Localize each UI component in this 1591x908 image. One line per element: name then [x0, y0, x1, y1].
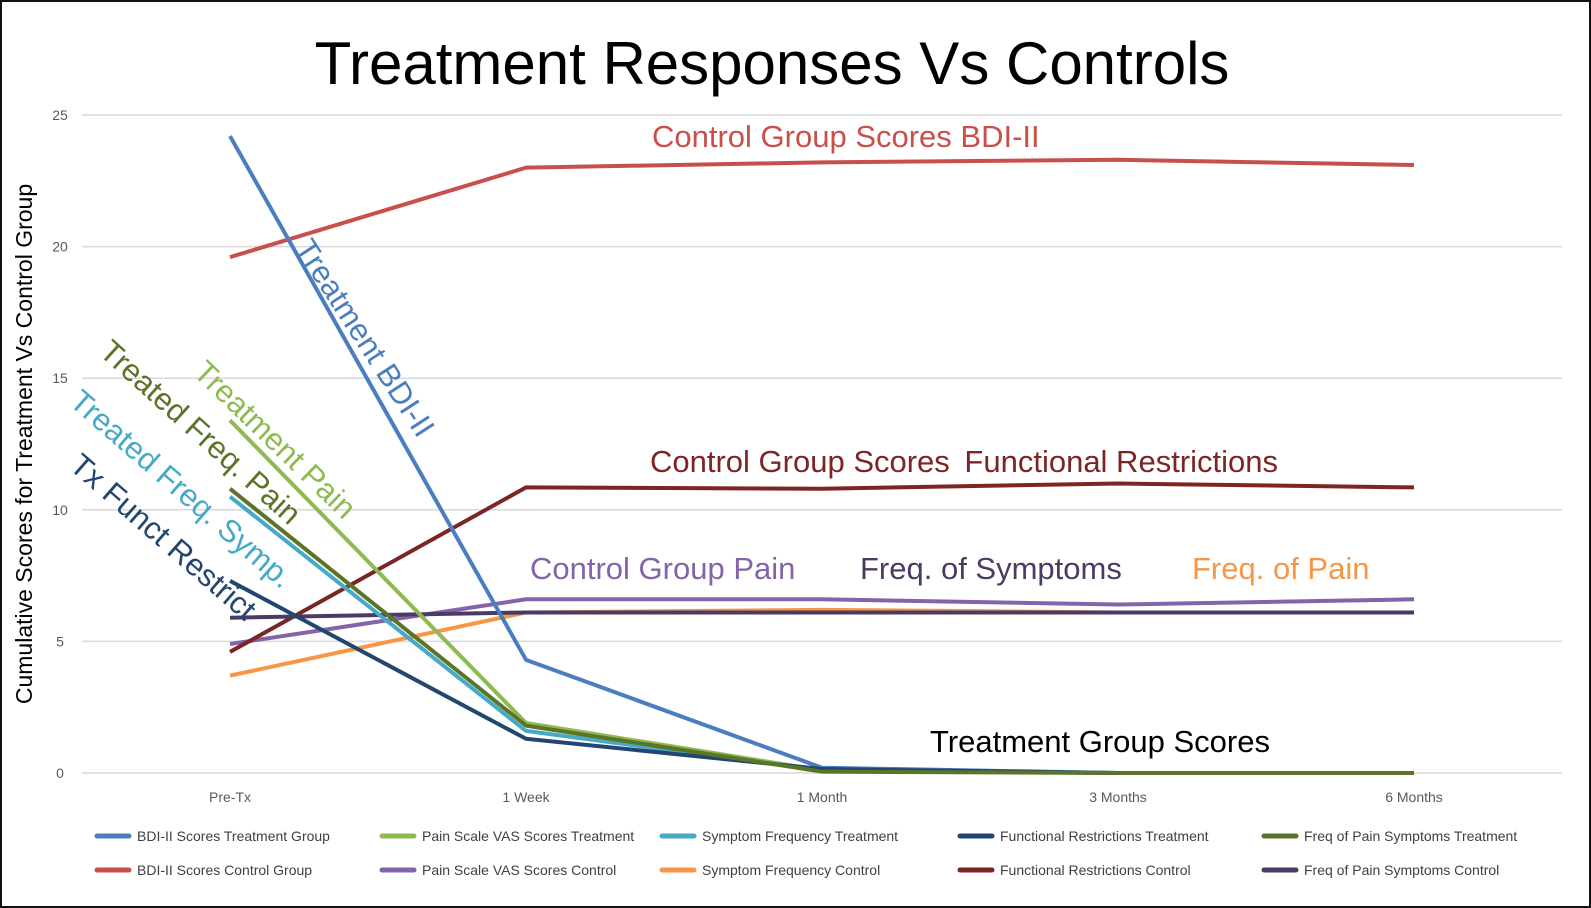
- annotation-label: Freq. of Pain: [1192, 551, 1369, 586]
- legend-label: Functional Restrictions Control: [1000, 862, 1191, 878]
- annotation-label: Control Group Pain: [530, 551, 795, 586]
- x-tick-label: 6 Months: [1385, 789, 1443, 805]
- legend-label: Freq of Pain Symptoms Treatment: [1304, 828, 1517, 844]
- chart-title: Treatment Responses Vs Controls: [315, 30, 1230, 97]
- legend-label: Symptom Frequency Treatment: [702, 828, 898, 844]
- series-line: [229, 157, 1415, 260]
- legend-label: BDI-II Scores Treatment Group: [137, 828, 330, 844]
- x-tick-label: 1 Week: [502, 789, 550, 805]
- y-tick-label: 5: [56, 633, 64, 649]
- legend-label: Symptom Frequency Control: [702, 862, 880, 878]
- series-line: [228, 487, 1414, 775]
- annotation-label: Control Group Scores: [650, 444, 958, 479]
- annotation-label: Functional Restrictions: [964, 444, 1278, 479]
- legend-label: Freq of Pain Symptoms Control: [1304, 862, 1499, 878]
- y-tick-label: 15: [52, 370, 68, 386]
- y-axis-label: Cumulative Scores for Treatment Vs Contr…: [11, 184, 37, 704]
- x-tick-label: Pre-Tx: [209, 789, 251, 805]
- annotation-label: Freq. of Symptoms: [860, 551, 1122, 586]
- y-tick-label: 10: [52, 502, 68, 518]
- y-tick-label: 25: [52, 107, 68, 123]
- series-line: [229, 481, 1415, 654]
- legend-label: Functional Restrictions Treatment: [1000, 828, 1209, 844]
- x-tick-label: 1 Month: [797, 789, 848, 805]
- annotation-functional-restrictions: Control Group Scores Functional Restrict…: [650, 444, 1278, 479]
- y-tick-label: 0: [56, 765, 64, 781]
- series-line: [229, 607, 1414, 678]
- legend-label: Pain Scale VAS Scores Control: [422, 862, 616, 878]
- x-tick-label: 3 Months: [1089, 789, 1147, 805]
- annotation-label: Treatment Group Scores: [930, 724, 1270, 759]
- annotation-label: Control Group Scores BDI-II: [652, 119, 1040, 154]
- legend-label: BDI-II Scores Control Group: [137, 862, 312, 878]
- annotation-label: Treatment BDI-II: [288, 233, 442, 443]
- series-line: [229, 610, 1414, 620]
- y-tick-label: 20: [52, 239, 68, 255]
- legend-label: Pain Scale VAS Scores Treatment: [422, 828, 634, 844]
